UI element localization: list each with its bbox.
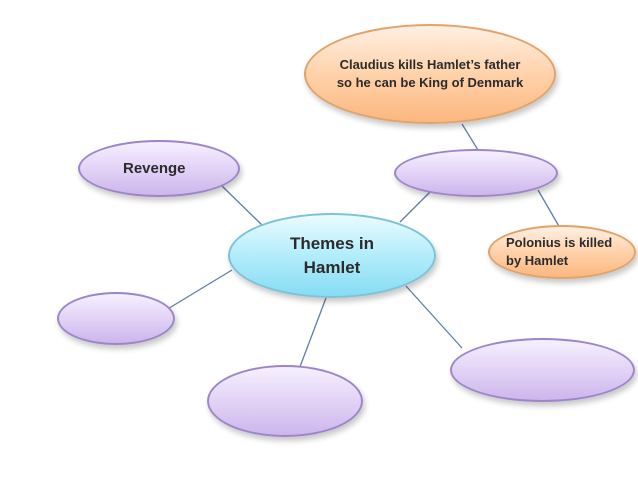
central-label: Themes in Hamlet	[289, 233, 375, 277]
connector-center-to-left-lower	[165, 269, 233, 311]
connector-top-right-to-claudius	[461, 123, 479, 151]
detail-label-claudius: Claudius kills Hamlet’s father so he can…	[336, 57, 524, 90]
connector-center-to-revenge	[221, 185, 263, 226]
theme-node-bottom	[207, 365, 363, 437]
detail-node-claudius: Claudius kills Hamlet’s father so he can…	[304, 24, 556, 124]
connector-center-to-bottom	[297, 297, 327, 373]
theme-node-top-right	[394, 149, 558, 197]
theme-node-revenge: Revenge	[78, 140, 240, 197]
theme-label-revenge: Revenge	[123, 160, 186, 177]
connector-top-right-to-polonius	[537, 189, 561, 229]
theme-node-right-lower	[450, 338, 635, 402]
detail-node-polonius: Polonius is killed by Hamlet	[488, 225, 636, 279]
theme-node-left-lower	[57, 292, 175, 345]
connector-center-to-right-lower	[405, 285, 463, 349]
detail-label-polonius: Polonius is killed by Hamlet	[506, 235, 613, 268]
central-node-themes-in-hamlet: Themes in Hamlet	[228, 213, 436, 298]
connector-center-to-top-right	[399, 191, 431, 223]
